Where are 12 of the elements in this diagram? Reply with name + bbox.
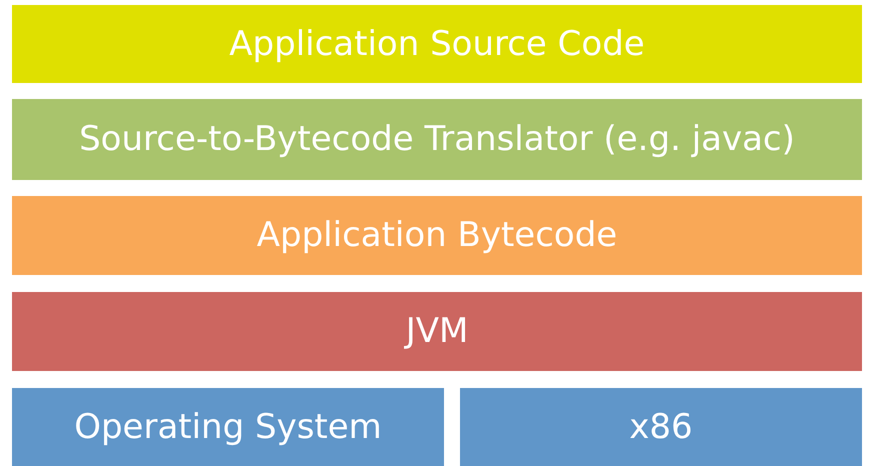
layer-label: Application Source Code [229,22,645,66]
layer-label: Source-to-Bytecode Translator (e.g. javac) [79,118,795,161]
layer-band [12,5,862,83]
layer-label: Application Bytecode [256,214,618,257]
layer-label: Operating System [74,406,382,448]
layer-band [12,388,444,466]
layer-label: x86 [629,406,693,448]
layer-band [12,99,862,180]
layer-label: JVM [406,310,468,353]
layer-band [460,388,862,466]
layer-band [12,196,862,275]
layer-band [12,292,862,371]
